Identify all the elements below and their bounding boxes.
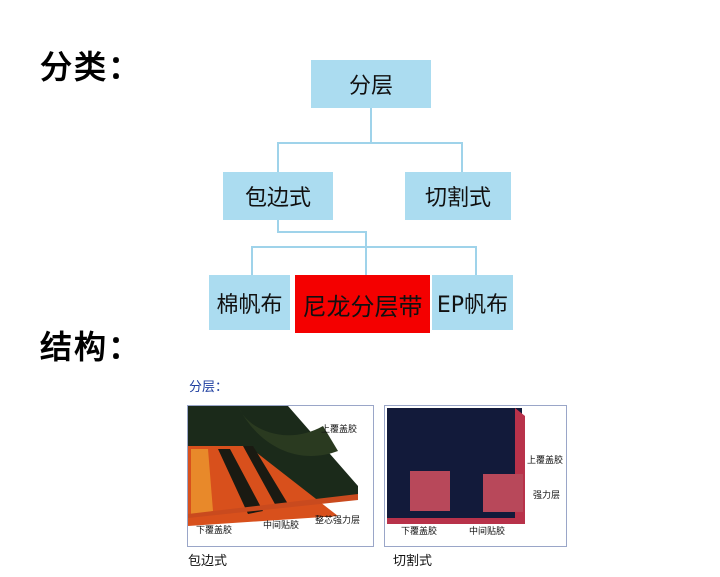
connector-line — [277, 142, 279, 172]
connector-line — [365, 246, 367, 275]
connector-line — [277, 231, 367, 233]
node-cut-edge: 切割式 — [405, 172, 511, 220]
connector-line — [251, 246, 477, 248]
caption-cut-edge: 切割式 — [393, 554, 433, 569]
connector-line — [277, 220, 279, 232]
connector-line — [461, 142, 463, 172]
label-skim-rubber: 中间贴胶 — [469, 527, 506, 537]
connector-line — [370, 108, 372, 144]
wrapped-edge-illustration — [188, 406, 358, 526]
connector-line — [475, 246, 477, 275]
label-top-cover: 上覆盖胶 — [527, 456, 564, 466]
connector-line — [251, 246, 253, 275]
label-skim-rubber: 中间贴胶 — [263, 521, 300, 531]
wrapped-edge-image: 上覆盖胶 下覆盖胶 中间贴胶 整芯强力层 — [187, 405, 374, 547]
caption-wrapped-edge: 包边式 — [188, 554, 228, 569]
node-root: 分层 — [311, 60, 431, 108]
cut-edge-image: 上覆盖胶 强力层 下覆盖胶 中间贴胶 — [384, 405, 567, 547]
label-top-cover: 上覆盖胶 — [321, 425, 358, 435]
label-carcass: 强力层 — [533, 491, 561, 501]
node-nylon-ply-belt: 尼龙分层带 — [295, 275, 430, 333]
structure-heading: 结构： — [40, 328, 143, 366]
connector-line — [277, 142, 463, 144]
structure-subtitle: 分层： — [189, 380, 229, 395]
label-bottom-cover: 下覆盖胶 — [196, 526, 233, 536]
node-ep-canvas: EP帆布 — [432, 275, 513, 330]
connector-line — [365, 231, 367, 247]
label-solid-core: 整芯强力层 — [315, 516, 361, 526]
label-bottom-cover: 下覆盖胶 — [401, 527, 438, 537]
cut-edge-illustration — [387, 408, 525, 524]
node-cotton-canvas: 棉帆布 — [209, 275, 290, 330]
classification-heading: 分类： — [40, 48, 143, 86]
node-wrapped-edge: 包边式 — [223, 172, 333, 220]
